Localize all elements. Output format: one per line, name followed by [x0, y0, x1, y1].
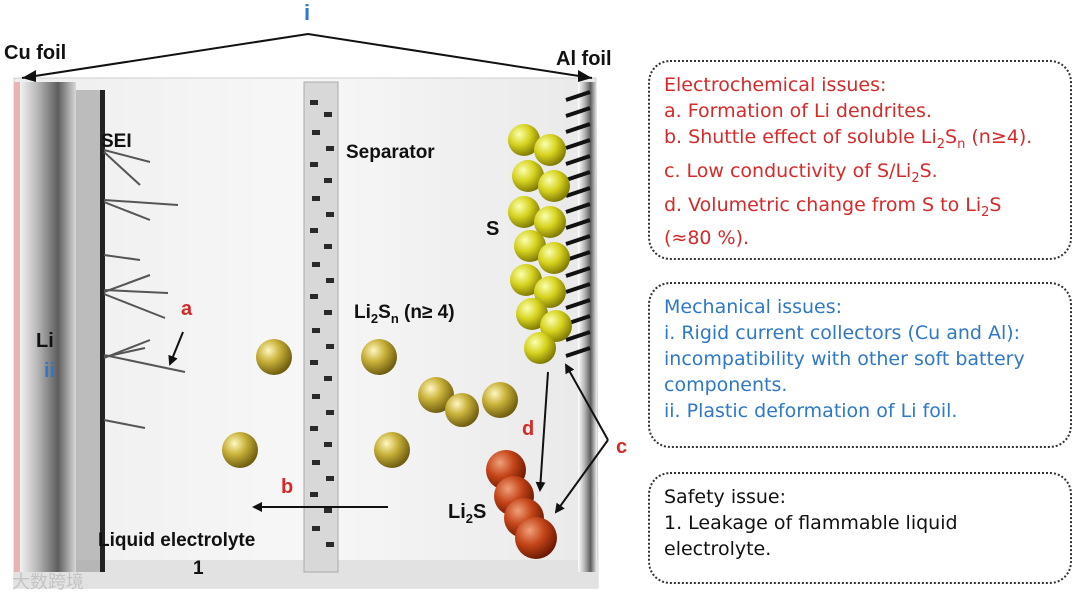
label-d: d [522, 418, 535, 440]
safety-l1: 1. Leakage of flammable liquid [664, 512, 958, 534]
li2s-li: Li [448, 501, 466, 523]
label-li: Li [36, 330, 54, 352]
arrow-d [535, 371, 549, 492]
panel-mechanical: Mechanical issues: i. Rigid current coll… [648, 282, 1072, 448]
li2s-s: S [473, 501, 487, 523]
label-i: i [304, 0, 311, 25]
c-pre: c. Low conductivity of S/Li [664, 159, 912, 182]
b-sub2: 2 [936, 136, 946, 152]
electrochemical-title: Electrochemical issues: [664, 74, 887, 96]
mechanical-i1: i. Rigid current collectors (Cu and Al): [664, 322, 1021, 344]
arrow-c-lower [554, 439, 609, 514]
d-post: S [989, 193, 1002, 216]
d-pre: d. Volumetric change from S to Li [664, 193, 982, 216]
b-subn: n [957, 136, 966, 152]
li2sn-li: Li [354, 302, 371, 323]
sei-layer [100, 90, 105, 572]
separator-pores [310, 100, 334, 547]
label-separator: Separator [346, 142, 435, 163]
label-li2s: Li2S [448, 501, 486, 526]
label-electrolyte-num: 1 [193, 558, 204, 579]
li2sn-s: S [378, 302, 391, 323]
label-ii: ii [44, 360, 56, 382]
label-al-foil: Al foil [556, 48, 612, 70]
label-electrolyte: Liquid electrolyte [98, 530, 256, 551]
arrow-c-upper [565, 363, 609, 441]
mechanical-title: Mechanical issues: [664, 296, 843, 318]
panel-electrochemical: Electrochemical issues: a. Formation of … [648, 60, 1072, 260]
b-post: (n≥4). [965, 126, 1033, 148]
polysulfide-spheres [222, 339, 518, 468]
safety-l2: electrolyte. [664, 538, 772, 560]
li2sn-sub2: 2 [370, 310, 379, 326]
cu-foil [16, 82, 76, 572]
al-foil-hatch [565, 90, 591, 358]
d-sub: 2 [981, 204, 990, 220]
bracket-arrow-right [578, 70, 592, 82]
li-layer [76, 90, 102, 572]
watermark: 大数跨境 [12, 572, 84, 593]
mechanical-i3: components. [664, 374, 788, 396]
li-dendrites [103, 149, 186, 429]
li2sn-subn: n [390, 310, 399, 326]
li2sn-tail: (n≥ 4) [398, 302, 455, 323]
label-sei: SEI [101, 131, 132, 152]
b-pre: b. Shuttle effect of soluble Li [664, 126, 937, 148]
label-cu-foil: Cu foil [4, 42, 67, 64]
label-s: S [486, 218, 500, 240]
label-a: a [181, 298, 193, 320]
separator [303, 81, 339, 573]
label-c: c [616, 436, 628, 458]
top-bracket [21, 32, 593, 79]
mechanical-i2: incompatibility with other soft battery [664, 348, 1025, 370]
sulfur-spheres [508, 124, 572, 364]
c-post: S. [919, 159, 938, 182]
panel-safety: Safety issue: 1. Leakage of flammable li… [648, 472, 1072, 584]
cell-floor [14, 560, 598, 588]
b-mid: S [945, 126, 958, 148]
label-b: b [281, 476, 294, 498]
electrochemical-d: d. Volumetric change from S to Li2S [664, 192, 1056, 226]
c-sub: 2 [911, 170, 920, 186]
electrochemical-d-cont: (≈80 %). [664, 227, 750, 250]
bracket-arrow-left [22, 70, 36, 82]
mechanical-ii: ii. Plastic deformation of Li foil. [664, 400, 958, 422]
electrochemical-b: b. Shuttle effect of soluble Li2Sn (n≥4)… [664, 124, 1056, 158]
electrochemical-a: a. Formation of Li dendrites. [664, 100, 932, 122]
safety-title: Safety issue: [664, 486, 787, 508]
label-li2sn: Li2Sn (n≥ 4) [354, 302, 455, 326]
cu-foil-edge [14, 82, 20, 572]
electrochemical-c: c. Low conductivity of S/Li2S. [664, 158, 1056, 192]
li2s-spheres [486, 450, 557, 559]
arrow-a [168, 331, 184, 366]
li2s-sub: 2 [465, 511, 474, 526]
